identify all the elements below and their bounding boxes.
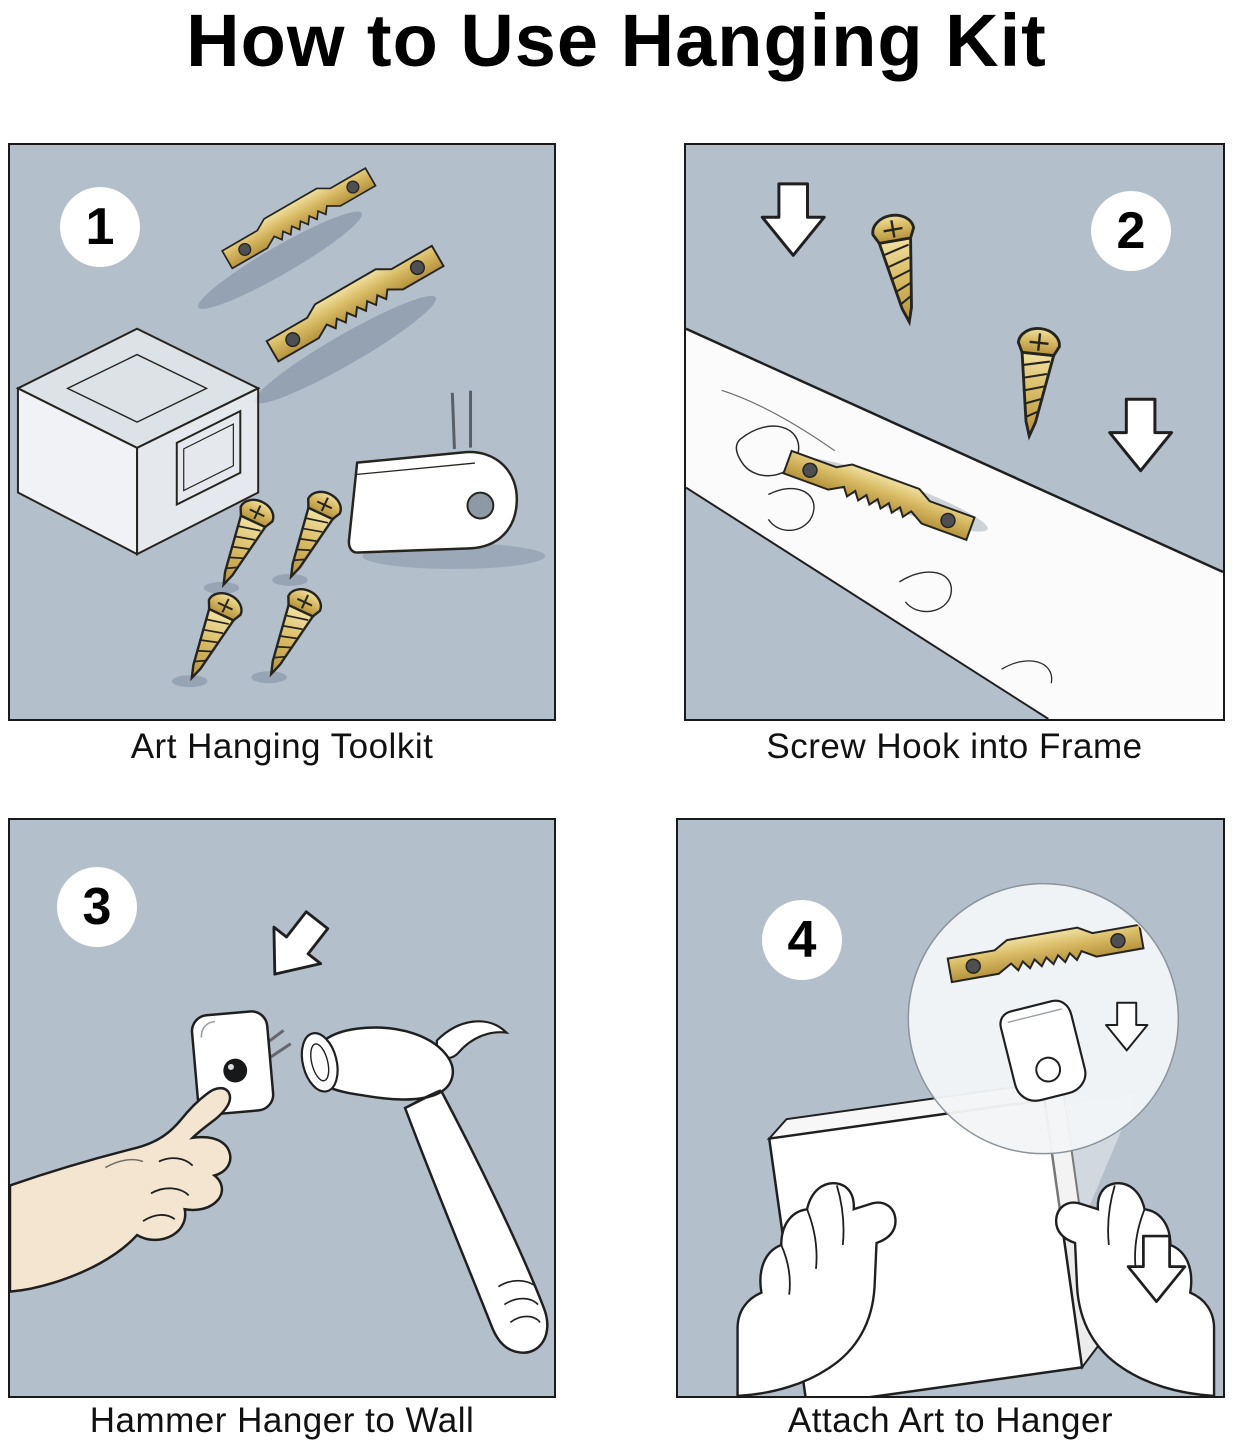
step-3-badge: 3 bbox=[57, 867, 137, 947]
step-4-number: 4 bbox=[787, 911, 817, 969]
step-3-number: 3 bbox=[82, 878, 112, 936]
shadow bbox=[251, 671, 287, 684]
shadow bbox=[254, 295, 437, 404]
step-2-badge: 2 bbox=[1091, 191, 1171, 271]
arrow-down-left-icon bbox=[249, 900, 342, 994]
wood-grain bbox=[767, 487, 815, 532]
panel-step-4: 4 bbox=[676, 818, 1225, 1398]
wood-grain bbox=[721, 389, 836, 452]
arrow-down-icon bbox=[1108, 397, 1174, 473]
shadow bbox=[198, 211, 362, 309]
screw-icon bbox=[274, 485, 347, 586]
screw-icon bbox=[1007, 325, 1063, 440]
wall-hook-icon bbox=[999, 999, 1087, 1102]
panel-4-illustration bbox=[736, 882, 1216, 1396]
hammer-icon bbox=[300, 1020, 549, 1354]
panel-2-illustration bbox=[686, 182, 1223, 719]
screw-icon bbox=[868, 210, 932, 327]
wood-grain bbox=[735, 425, 800, 477]
hand-icon bbox=[10, 1086, 232, 1293]
panel-step-2: 2 bbox=[684, 143, 1225, 721]
panel-1-illustration bbox=[15, 161, 546, 688]
screw-icon bbox=[254, 582, 327, 683]
wood-grain bbox=[1001, 660, 1053, 684]
panel-step-1: 1 bbox=[8, 143, 556, 721]
arrow-down-icon bbox=[760, 182, 826, 257]
step-4-badge: 4 bbox=[762, 900, 842, 980]
wall-hanger-icon bbox=[190, 1010, 292, 1116]
step-2-number: 2 bbox=[1116, 202, 1146, 260]
page-title: How to Use Hanging Kit bbox=[186, 0, 1047, 82]
step-1-number: 1 bbox=[85, 198, 115, 256]
caption-step-3: Hammer Hanger to Wall bbox=[89, 1401, 475, 1440]
shadow bbox=[203, 581, 240, 594]
shadow bbox=[171, 675, 208, 688]
caption-step-2: Screw Hook into Frame bbox=[766, 727, 1143, 766]
storage-box-icon bbox=[15, 327, 261, 556]
wood-grain bbox=[899, 571, 952, 613]
screw-icon bbox=[174, 586, 248, 687]
caption-step-1: Art Hanging Toolkit bbox=[130, 727, 434, 766]
shadow bbox=[272, 573, 308, 586]
panel-3-illustration bbox=[10, 900, 549, 1354]
plastic-hook-icon bbox=[347, 390, 519, 554]
step-1-badge: 1 bbox=[60, 187, 140, 267]
caption-step-4: Attach Art to Hanger bbox=[787, 1401, 1114, 1440]
panel-step-3: 3 bbox=[8, 818, 556, 1398]
